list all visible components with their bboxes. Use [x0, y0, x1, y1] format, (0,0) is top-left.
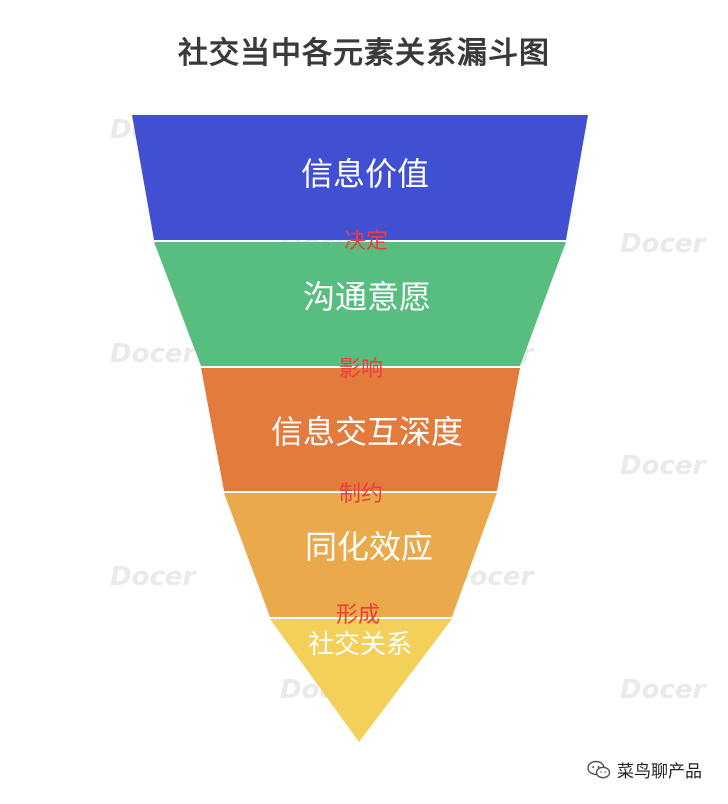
- watermark: Docer: [110, 339, 197, 369]
- layer-label-1: 沟通意愿: [303, 278, 431, 316]
- account-footer: 菜鸟聊产品: [587, 757, 702, 782]
- wechat-icon: [587, 760, 611, 778]
- watermark: Docer: [110, 562, 197, 592]
- funnel-layer-0: [132, 115, 588, 240]
- layer-label-3: 同化效应: [305, 528, 433, 566]
- connector-label-1: 影响: [339, 357, 383, 382]
- funnel-layer-2: [201, 368, 520, 491]
- watermark: Docer: [620, 451, 707, 481]
- funnel-layer-1: [154, 242, 566, 366]
- layer-label-0: 信息价值: [301, 155, 429, 193]
- layer-label-4: 社交关系: [308, 630, 412, 660]
- layer-label-2: 信息交互深度: [271, 413, 463, 451]
- funnel-layer-3: [224, 493, 497, 617]
- account-name: 菜鸟聊产品: [617, 762, 702, 782]
- connector-label-0: 决定: [344, 229, 388, 254]
- connector-label-3: 形成: [336, 603, 380, 628]
- funnel-layer-4: [270, 619, 452, 742]
- watermark: Docer: [620, 229, 707, 259]
- watermark: Docer: [620, 675, 707, 705]
- diagram-title: 社交当中各元素关系漏斗图: [178, 36, 550, 71]
- connector-label-2: 制约: [339, 482, 383, 507]
